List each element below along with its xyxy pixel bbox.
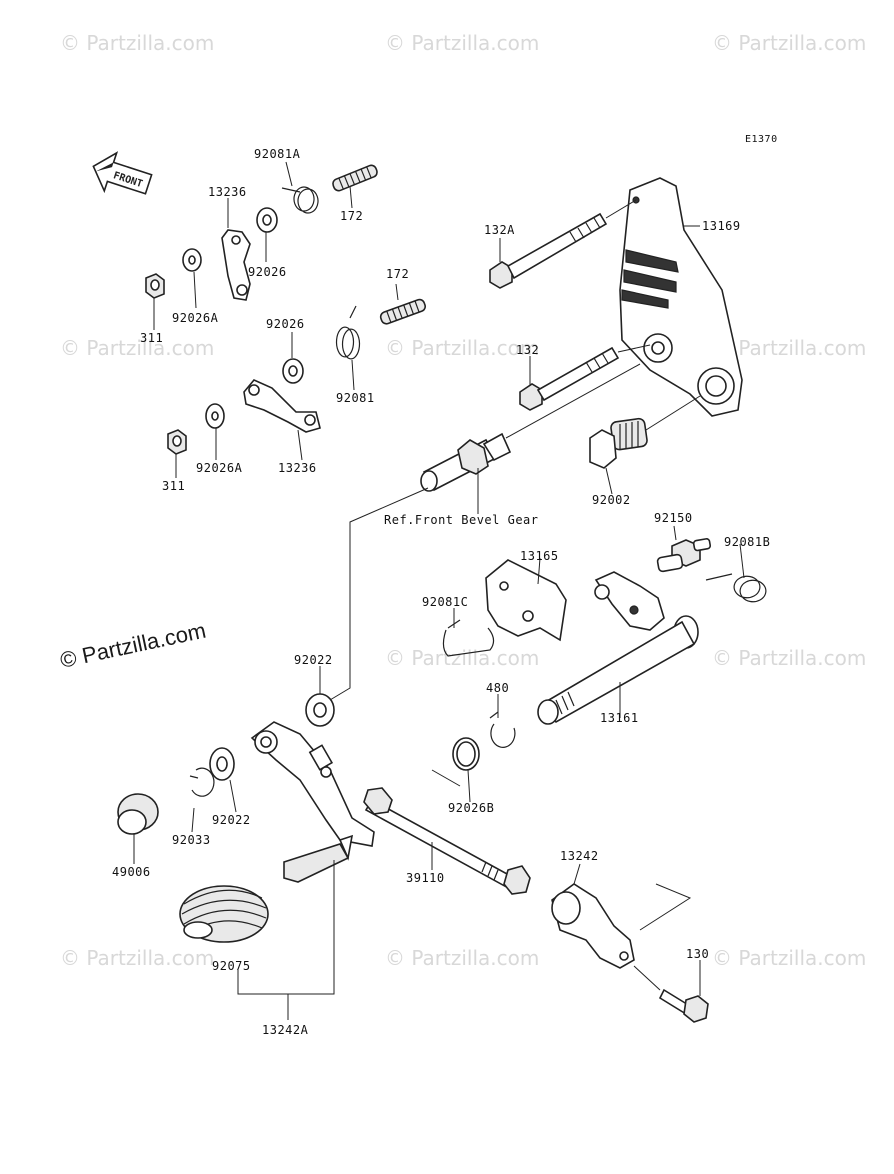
part-label: 92026B <box>448 801 494 815</box>
part-label: 92026 <box>266 317 305 331</box>
washer-92026A-top <box>182 248 202 272</box>
spring-92081A <box>281 186 319 214</box>
part-label: 130 <box>686 947 709 961</box>
part-label: 480 <box>486 681 509 695</box>
part-label: 92081A <box>254 147 301 161</box>
front-arrow-icon: FRONT <box>92 151 153 195</box>
spring-92081 <box>335 305 361 360</box>
watermark: © Partzilla.com <box>712 336 866 360</box>
part-label: 92022 <box>212 813 251 827</box>
nut-311-top <box>145 273 165 299</box>
washer-92026-top <box>256 207 278 233</box>
part-label: 13236 <box>208 185 247 199</box>
leader-lines <box>133 161 745 1020</box>
rubber-92075 <box>179 885 269 943</box>
part-label: 92081 <box>336 391 375 405</box>
part-label: 172 <box>386 267 409 281</box>
part-label: 13169 <box>702 219 741 233</box>
watermark: © Partzilla.com <box>385 946 539 970</box>
washer-92026A-mid <box>205 403 225 429</box>
part-label: 92150 <box>654 511 693 525</box>
nut-311-mid <box>167 429 187 455</box>
part-label: 13161 <box>600 711 639 725</box>
watermark: © Partzilla.com <box>385 336 539 360</box>
plug-92002 <box>589 417 648 469</box>
part-label: 92081C <box>422 595 468 609</box>
shift-shaft-13161 <box>537 571 699 725</box>
shaft-front-bevel-ref <box>420 432 512 492</box>
part-label: 92081B <box>724 535 770 549</box>
part-label: 92026 <box>248 265 287 279</box>
bolt-132 <box>519 346 620 411</box>
pin-172-top <box>332 164 378 192</box>
watermark: © Partzilla.com <box>385 31 539 55</box>
part-label: 13165 <box>520 549 559 563</box>
bolt-130 <box>658 988 709 1023</box>
part-label: 13242 <box>560 849 599 863</box>
part-label: 39110 <box>406 871 445 885</box>
watermark: © Partzilla.com <box>385 646 539 670</box>
bracket-13169 <box>619 177 743 417</box>
watermark: © Partzilla.com <box>712 946 866 970</box>
part-label: 92075 <box>212 959 251 973</box>
watermark: © Partzilla.com <box>712 31 866 55</box>
part-label: 92002 <box>592 493 631 507</box>
lever-13236-top <box>221 229 251 301</box>
eclip-92033 <box>189 767 215 797</box>
part-label: 49006 <box>112 865 151 879</box>
part-label: 13236 <box>278 461 317 475</box>
washer-92026-mid <box>282 358 304 384</box>
pin-172-mid <box>379 298 426 325</box>
part-label: 92033 <box>172 833 211 847</box>
cap-49006 <box>117 793 159 835</box>
plate-13165 <box>485 559 567 642</box>
part-label: 92026A <box>196 461 243 475</box>
pedal-lever-13242A <box>250 721 375 883</box>
watermark-layer: © Partzilla.com © Partzilla.com © Partzi… <box>58 31 867 970</box>
part-label: 311 <box>162 479 185 493</box>
watermark: © Partzilla.com <box>60 31 214 55</box>
part-label: 92022 <box>294 653 333 667</box>
part-label: 92026A <box>172 311 219 325</box>
spring-92081B <box>705 573 767 603</box>
washer-92026B <box>452 737 480 771</box>
arm-13242 <box>551 883 635 969</box>
part-label: 311 <box>140 331 163 345</box>
part-label: 13242A <box>262 1023 309 1037</box>
diagram-code: E1370 <box>745 134 778 145</box>
bolt-132A <box>489 212 608 289</box>
stud-92150 <box>656 538 712 573</box>
watermark-main: © Partzilla.com <box>58 618 208 673</box>
part-label: 172 <box>340 209 363 223</box>
lever-13236-mid <box>243 379 321 433</box>
watermark: © Partzilla.com <box>60 336 214 360</box>
part-label: 132 <box>516 343 539 357</box>
watermark: © Partzilla.com <box>60 946 214 970</box>
ref-note: Ref.Front Bevel Gear <box>384 513 539 527</box>
part-labels: 92081A 172 13236 92026 92026A 311 172 92… <box>112 147 770 1037</box>
washer-92022-upper <box>305 693 335 727</box>
circlip-480 <box>489 711 516 748</box>
washer-92022-lower <box>209 747 235 781</box>
rod-39110 <box>363 787 531 895</box>
part-label: 132A <box>484 223 515 237</box>
watermark: © Partzilla.com <box>712 646 866 670</box>
